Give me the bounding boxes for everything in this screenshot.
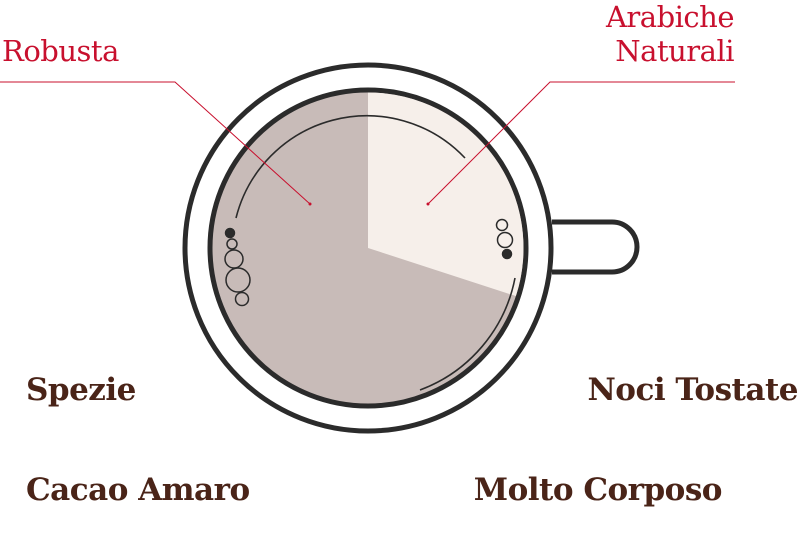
bubbles-right (495, 218, 514, 260)
bubbles-left (224, 227, 251, 307)
molto-corposo-label: Molto Corposo (473, 472, 723, 508)
arabica-slice (368, 92, 524, 297)
cup-handle (552, 219, 640, 275)
robusta-leader (0, 81, 311, 205)
arabiche-label-line2: Naturali (615, 34, 734, 68)
arabiche-label-line1: Arabiche (605, 0, 735, 34)
arabiche-naturali-label: Arabiche Naturali (605, 0, 735, 68)
robusta-dot (308, 202, 312, 206)
robusta-label: Robusta (2, 34, 119, 68)
inner-arc-right (419, 277, 516, 391)
cacao-amaro-label: Cacao Amaro (26, 472, 250, 508)
spezie-label: Spezie (26, 372, 136, 408)
arabica-leader (427, 81, 735, 205)
arabica-dot (426, 202, 430, 206)
noci-tostate-label: Noci Tostate (587, 372, 798, 408)
leader-lines (0, 81, 735, 205)
inner-arc-left (235, 115, 466, 219)
